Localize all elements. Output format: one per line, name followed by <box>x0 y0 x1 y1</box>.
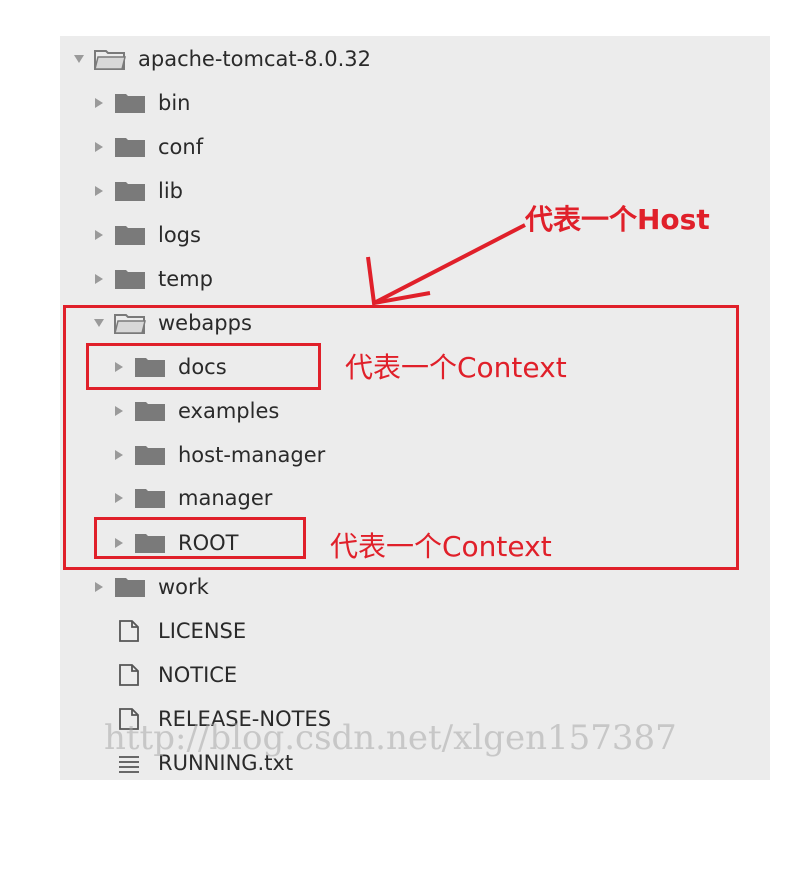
chevron-right-icon[interactable] <box>110 358 128 376</box>
chevron-right-icon[interactable] <box>90 138 108 156</box>
folder-icon <box>114 136 146 158</box>
tree-item-conf[interactable]: conf <box>90 130 203 164</box>
tree-item-work[interactable]: work <box>90 570 209 604</box>
chevron-right-icon[interactable] <box>90 226 108 244</box>
tree-item-bin[interactable]: bin <box>90 86 190 120</box>
tree-item-label: bin <box>158 91 191 115</box>
tree-item-label: conf <box>158 135 204 159</box>
watermark-text: http://blog.csdn.net/xlgen157387 <box>104 718 677 758</box>
tree-root-apache-tomcat[interactable]: apache-tomcat-8.0.32 <box>70 42 371 76</box>
folder-icon <box>134 356 166 378</box>
folder-icon <box>114 224 146 246</box>
tree-item-lib[interactable]: lib <box>90 174 183 208</box>
tree-item-release-notes[interactable]: RELEASE-NOTES <box>118 702 331 736</box>
tree-item-temp[interactable]: temp <box>90 262 213 296</box>
chevron-down-icon[interactable] <box>90 314 108 332</box>
folder-icon <box>114 268 146 290</box>
host-highlight-box <box>63 305 739 570</box>
chevron-right-icon[interactable] <box>110 534 128 552</box>
tree-item-label: RELEASE-NOTES <box>158 707 332 731</box>
tree-item-label: webapps <box>158 311 252 335</box>
chevron-right-icon[interactable] <box>110 446 128 464</box>
tree-item-host-manager[interactable]: host-manager <box>110 438 325 472</box>
folder-icon <box>114 92 146 114</box>
tree-item-webapps[interactable]: webapps <box>90 306 252 340</box>
folder-icon <box>114 180 146 202</box>
tree-item-label: docs <box>178 355 227 379</box>
folder-icon <box>134 532 166 554</box>
tree-item-manager[interactable]: manager <box>110 481 272 515</box>
text-file-icon <box>118 751 140 775</box>
file-icon <box>118 619 140 643</box>
chevron-down-icon[interactable] <box>70 50 88 68</box>
chevron-right-icon[interactable] <box>110 402 128 420</box>
tree-item-label: logs <box>158 223 201 247</box>
chevron-right-icon[interactable] <box>90 94 108 112</box>
tree-item-notice[interactable]: NOTICE <box>118 658 237 692</box>
annotation-arrow <box>366 223 526 306</box>
tree-item-label: manager <box>178 486 273 510</box>
folder-icon <box>114 576 146 598</box>
folder-open-icon <box>94 48 126 70</box>
tree-item-examples[interactable]: examples <box>110 394 279 428</box>
tree-item-running-txt[interactable]: RUNNING.txt <box>118 746 293 780</box>
tree-item-label: work <box>158 575 209 599</box>
file-icon <box>118 663 140 687</box>
context-root-highlight-box <box>94 517 306 559</box>
annotation-context-root: 代表一个Context <box>330 530 552 563</box>
folder-icon <box>134 487 166 509</box>
chevron-right-icon[interactable] <box>110 489 128 507</box>
tree-item-label: examples <box>178 399 280 423</box>
annotation-context-docs: 代表一个Context <box>345 351 567 384</box>
tree-root-label: apache-tomcat-8.0.32 <box>138 47 371 71</box>
chevron-right-icon[interactable] <box>90 182 108 200</box>
file-icon <box>118 707 140 731</box>
tree-item-label: NOTICE <box>158 663 238 687</box>
tree-item-label: temp <box>158 267 213 291</box>
folder-icon <box>134 400 166 422</box>
annotation-host: 代表一个Host <box>525 203 710 236</box>
tree-item-label: lib <box>158 179 183 203</box>
folder-icon <box>134 444 166 466</box>
tree-item-label: LICENSE <box>158 619 247 643</box>
chevron-right-icon[interactable] <box>90 578 108 596</box>
tree-item-root-folder[interactable]: ROOT <box>110 526 238 560</box>
tree-item-logs[interactable]: logs <box>90 218 201 252</box>
context-docs-highlight-box <box>86 343 321 390</box>
tree-item-license[interactable]: LICENSE <box>118 614 246 648</box>
chevron-right-icon[interactable] <box>90 270 108 288</box>
tree-item-label: ROOT <box>178 531 239 555</box>
folder-open-icon <box>114 312 146 334</box>
tree-item-label: RUNNING.txt <box>158 751 294 775</box>
file-tree-panel <box>60 36 770 780</box>
tree-item-docs[interactable]: docs <box>110 350 227 384</box>
tree-item-label: host-manager <box>178 443 326 467</box>
